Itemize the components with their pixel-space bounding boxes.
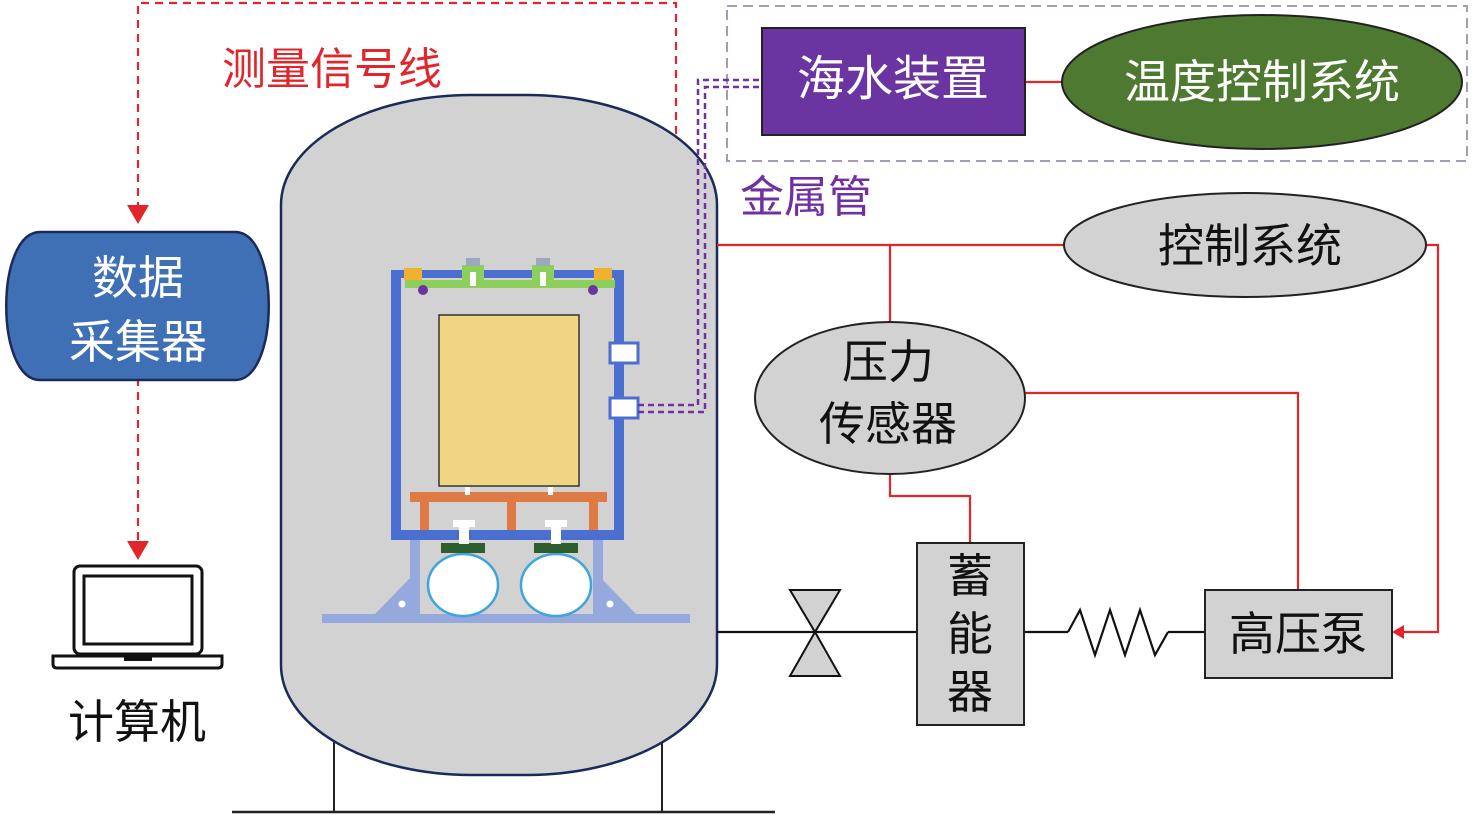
- spring-icon: [1067, 606, 1169, 659]
- high-pressure-pump-label: 高压泵: [1229, 607, 1367, 661]
- valve-icon[interactable]: [788, 589, 842, 677]
- high-pressure-pump: [1204, 589, 1393, 679]
- control-arrow-to-pump: [1392, 625, 1404, 639]
- test-rig: [322, 258, 690, 623]
- data-collector-label-1: 数据: [92, 251, 184, 305]
- temperature-control-system: [1061, 14, 1463, 150]
- signal-arrow-down-1: [127, 205, 149, 224]
- signal-arrow-down-2: [127, 541, 149, 560]
- computer-label: 计算机: [68, 695, 206, 749]
- pressure-sensor-label-1: 压力: [842, 335, 934, 389]
- accumulator-label-2: 能: [947, 607, 993, 661]
- temperature-control-system-label: 温度控制系统: [1124, 55, 1400, 109]
- data-collector-label-2: 采集器: [69, 315, 207, 369]
- control-lines: [717, 80, 1440, 634]
- hydraulic-line: [717, 606, 1205, 659]
- accumulator-label-3: 器: [947, 665, 993, 719]
- measurement-signal-line-label: 测量信号线: [222, 44, 442, 95]
- seawater-device: [761, 27, 1026, 136]
- accumulator: [916, 542, 1025, 726]
- metal-pipe-label: 金属管: [740, 172, 872, 223]
- control-system: [1063, 192, 1427, 298]
- seawater-device-label: 海水装置: [797, 51, 989, 107]
- data-collector: [5, 230, 270, 382]
- control-system-label: 控制系统: [1158, 219, 1342, 273]
- metal-pipe: [638, 78, 762, 414]
- pressure-sensor: [754, 321, 1026, 475]
- laptop-icon[interactable]: [51, 564, 224, 670]
- accumulator-label-1: 蓄: [947, 549, 993, 603]
- seawater-enclosure: [726, 5, 1468, 162]
- pressure-sensor-label-2: 传感器: [819, 397, 957, 451]
